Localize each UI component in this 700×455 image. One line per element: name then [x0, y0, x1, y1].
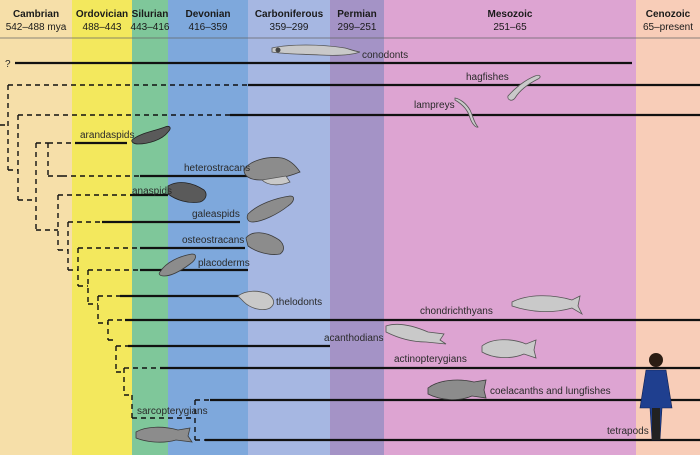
label-chondrichthyans: chondrichthyans [420, 306, 493, 317]
period-dates-carboniferous: 359–299 [270, 22, 309, 33]
sarcopterygian-illustration [135, 426, 193, 443]
label-hagfishes: hagfishes [466, 72, 509, 83]
branch-chondrichthyan-node [98, 320, 109, 340]
anaspid-illustration [167, 182, 207, 203]
branch-root [0, 85, 9, 170]
period-name-permian: Permian [337, 9, 376, 20]
band-carboniferous [248, 0, 330, 455]
period-headers: Cambrian 542–488 mya Ordovician 488–443 … [6, 9, 694, 33]
band-mesozoic [384, 0, 636, 455]
band-permian [330, 0, 384, 455]
lamprey-illustration [454, 97, 479, 128]
label-coelacanths-lungfishes: coelacanths and lungfishes [490, 386, 611, 397]
label-lampreys: lampreys [414, 100, 455, 111]
dashed-branches [0, 84, 248, 441]
period-name-silurian: Silurian [132, 9, 169, 20]
period-dates-devonian: 416–359 [189, 22, 228, 33]
organism-illustrations [131, 44, 673, 443]
actinopterygian-illustration [481, 339, 537, 359]
taxon-labels: ? conodonts hagfishes lampreys arandaspi… [5, 50, 649, 437]
period-dates-silurian: 443–416 [131, 22, 170, 33]
acanthodian-illustration [385, 324, 447, 345]
label-conodonts: conodonts [362, 50, 408, 61]
period-dates-cenozoic: 65–present [643, 22, 693, 33]
label-actinopterygians: actinopterygians [394, 354, 467, 365]
label-sarcopterygians: sarcopterygians [137, 406, 208, 417]
branch-pteraspid-split [36, 142, 140, 177]
label-heterostracans: heterostracans [184, 163, 250, 174]
period-name-ordovician: Ordovician [76, 9, 128, 20]
arandaspid-illustration [131, 125, 171, 145]
branch-osteostracan-node [68, 248, 79, 286]
branch-sarcopterygian-node [124, 394, 133, 418]
period-name-devonian: Devonian [185, 9, 230, 20]
label-placoderms: placoderms [198, 258, 250, 269]
branch-lamprey-node [8, 115, 19, 200]
branch-galeaspid-node [58, 222, 69, 270]
period-name-cambrian: Cambrian [13, 9, 59, 20]
label-arandaspids: arandaspids [80, 130, 134, 141]
band-silurian [132, 0, 168, 455]
branch-pteraspid-node [18, 143, 37, 230]
period-name-carboniferous: Carboniferous [255, 9, 324, 20]
branch-actinopterygian-node [116, 368, 125, 395]
branch-anaspid-node [36, 195, 59, 250]
label-acanthodians: acanthodians [324, 333, 384, 344]
conodont-illustration [271, 44, 361, 56]
period-name-cenozoic: Cenozoic [646, 9, 691, 20]
placoderm-illustration [158, 253, 196, 277]
unknown-origin-marker: ? [5, 59, 11, 70]
period-dates-permian: 299–251 [338, 22, 377, 33]
band-ordovician [72, 0, 132, 455]
branch-osteichthyan-node [108, 339, 117, 372]
label-thelodonts: thelodonts [276, 297, 322, 308]
hagfish-illustration [507, 74, 541, 101]
osteostracan-illustration [245, 232, 284, 255]
branch-placoderm-node [78, 270, 89, 304]
galeaspid-illustration [246, 195, 294, 223]
band-devonian [168, 0, 248, 455]
period-name-mesozoic: Mesozoic [487, 9, 532, 20]
lineage-bars [15, 61, 700, 442]
human-illustration [639, 353, 673, 441]
period-dates-mesozoic: 251–65 [493, 22, 527, 33]
branch-sarcopterygian [132, 400, 196, 440]
label-anaspids: anaspids [132, 186, 172, 197]
thelodont-illustration [237, 290, 274, 310]
label-tetrapods: tetrapods [607, 426, 649, 437]
heterostracan-illustration [243, 157, 301, 186]
label-galeaspids: galeaspids [192, 209, 240, 220]
period-dates-cambrian: 542–488 mya [6, 22, 67, 33]
coelacanth-illustration [427, 379, 487, 400]
shark-illustration [511, 295, 583, 316]
branch-thelodont-node [88, 296, 99, 323]
label-osteostracans: osteostracans [182, 235, 244, 246]
period-dates-ordovician: 488–443 [83, 22, 122, 33]
